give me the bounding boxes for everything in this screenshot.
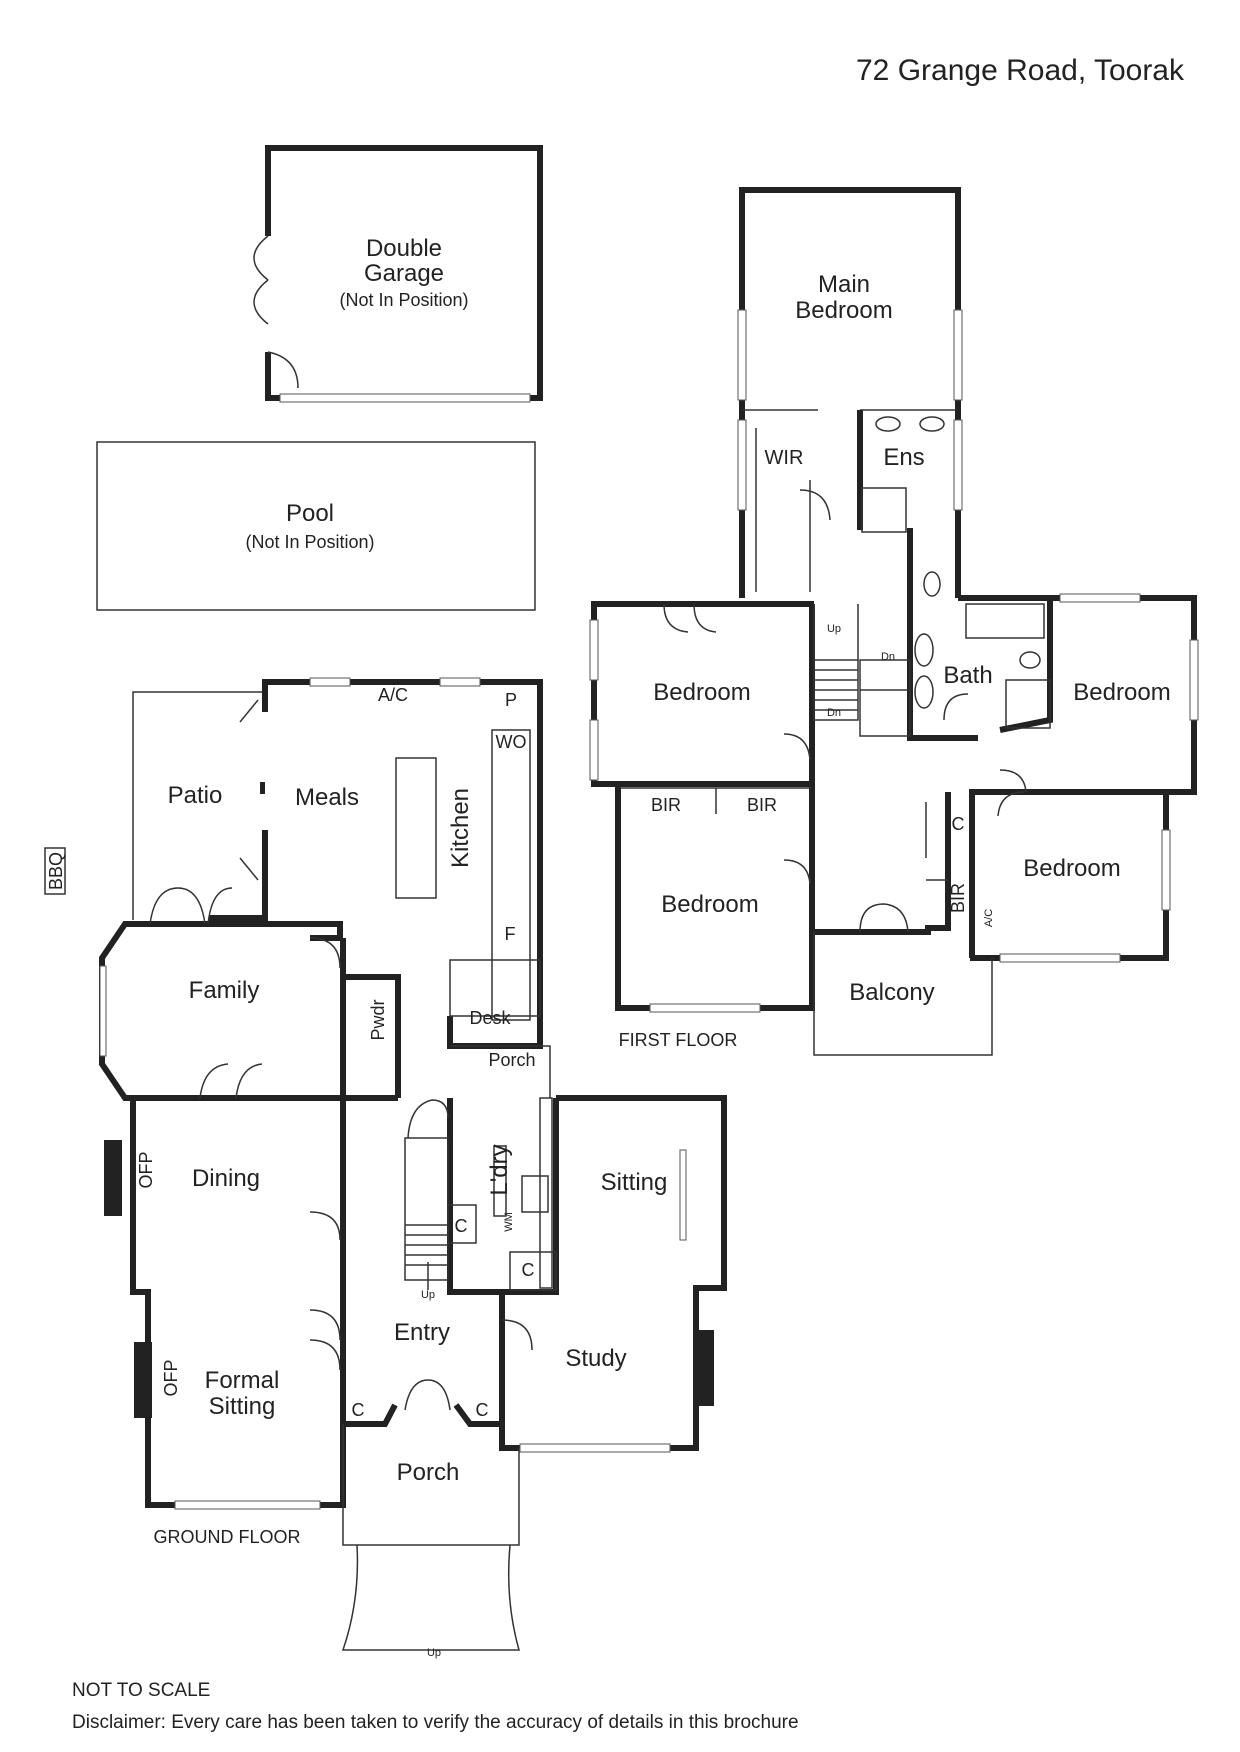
pool-label: Pool (286, 500, 334, 527)
ground-floor-details (99, 677, 714, 1510)
first-floor-caption: FIRST FLOOR (619, 1030, 738, 1050)
first-floor-details (589, 309, 1199, 1013)
address-title: 72 Grange Road, Toorak (856, 54, 1184, 87)
ac-label: A/C (378, 685, 408, 705)
ground-floor-walls (99, 679, 727, 1651)
balcony-label: Balcony (849, 979, 934, 1006)
meals-label: Meals (295, 784, 359, 811)
stair-up-label-first: Up (827, 623, 841, 635)
bedroom-label-4: Bedroom (1023, 855, 1120, 882)
ofp-label-2: OFP (161, 1359, 181, 1396)
laundry-label: L'dry (486, 1144, 513, 1195)
ac-label-first: A/C (983, 909, 995, 927)
cupboard-label-2: C (522, 1260, 535, 1280)
steps-up-label: Up (427, 1647, 441, 1659)
main-bedroom-label: Main (818, 271, 870, 298)
bir-label-2: BIR (747, 795, 777, 815)
first-floor-walls (591, 187, 1197, 1056)
formal-sitting-label: Formal (205, 1367, 280, 1394)
desk-label: Desk (469, 1008, 511, 1028)
main-bedroom-label-2: Bedroom (795, 297, 892, 324)
sitting-label: Sitting (601, 1169, 668, 1196)
fridge-label: F (505, 924, 516, 944)
bath-label: Bath (943, 662, 992, 689)
bir-label-1: BIR (651, 795, 681, 815)
ground-floor-caption: GROUND FLOOR (153, 1527, 300, 1547)
bbq-label: BBQ (46, 852, 66, 890)
family-label: Family (189, 977, 260, 1004)
entry-label: Entry (394, 1319, 450, 1346)
bir-label-3: BIR (948, 883, 968, 913)
stair-up-label: Up (421, 1289, 435, 1301)
front-porch-label: Porch (397, 1459, 460, 1486)
cupboard-label-1: C (455, 1216, 468, 1236)
disclaimer-text: Disclaimer: Every care has been taken to… (72, 1712, 799, 1733)
pool-note: (Not In Position) (245, 532, 374, 552)
cupboard-label-3: C (352, 1400, 365, 1420)
wo-label: WO (496, 732, 527, 752)
study-label: Study (565, 1345, 626, 1372)
bedroom-label-2: Bedroom (1073, 679, 1170, 706)
cupboard-label-first: C (952, 814, 965, 834)
bbq-box (44, 847, 66, 895)
patio-label: Patio (168, 782, 223, 809)
pantry-label: P (505, 690, 517, 710)
stair-down-label-2: Dn (827, 707, 841, 719)
stair-down-label-1: Dn (881, 651, 895, 663)
garage-label: Double (366, 235, 442, 262)
cupboard-label-4: C (476, 1400, 489, 1420)
porch-side-label: Porch (488, 1050, 535, 1070)
powder-label: Pwdr (368, 999, 388, 1040)
wm-label: WM (503, 1212, 515, 1232)
dining-label: Dining (192, 1165, 260, 1192)
ens-label: Ens (883, 444, 924, 471)
wir-label: WIR (765, 447, 804, 469)
ofp-label-1: OFP (136, 1151, 156, 1188)
bedroom-label-1: Bedroom (653, 679, 750, 706)
garage-note: (Not In Position) (339, 290, 468, 310)
not-to-scale-note: NOT TO SCALE (72, 1680, 211, 1701)
formal-sitting-label-2: Sitting (209, 1393, 276, 1420)
pool-outline (96, 441, 536, 611)
garage-label-2: Garage (364, 260, 444, 287)
garage-outline (253, 145, 543, 403)
kitchen-label: Kitchen (447, 788, 474, 868)
bedroom-label-3: Bedroom (661, 891, 758, 918)
